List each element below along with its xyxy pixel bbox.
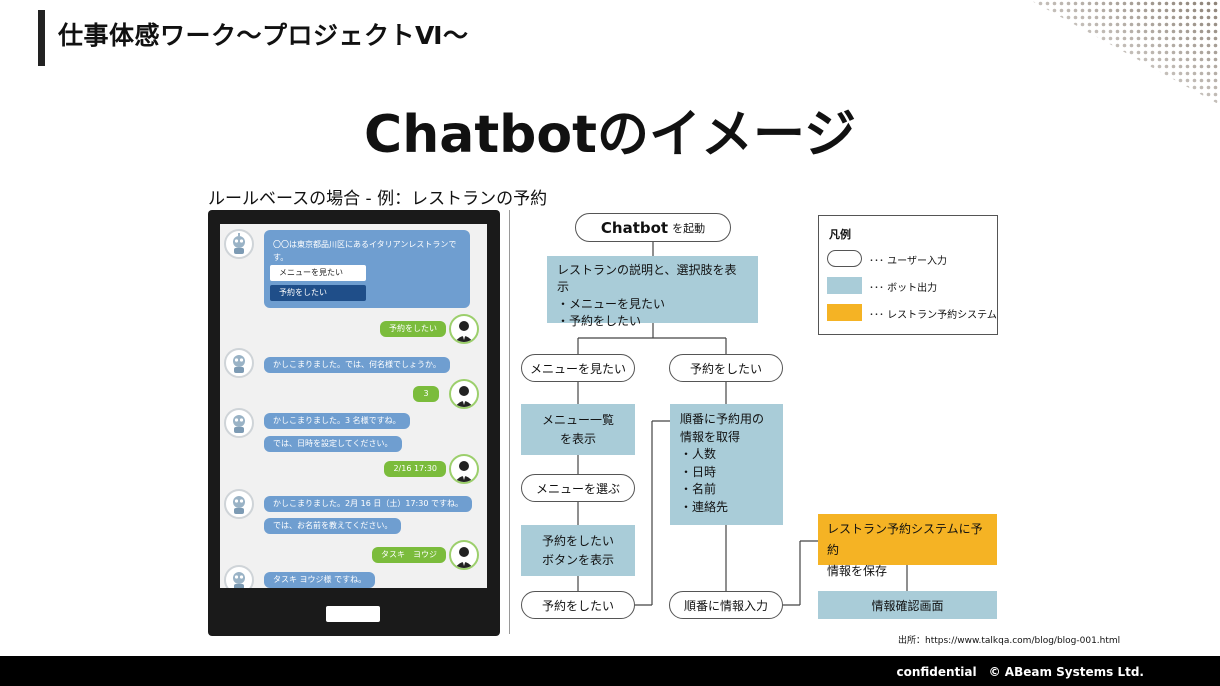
legend-user-input-label: ･･･ ユーザー入力	[869, 256, 947, 267]
legend-bot-output-swatch	[827, 277, 862, 294]
explain-line2: ・メニューを見たい	[557, 297, 666, 311]
input-info-node: 順番に情報入力	[669, 591, 783, 619]
option-menu-button[interactable]: メニューを見たい	[270, 265, 366, 281]
info-line5: ・名前	[680, 482, 717, 496]
info-line4: ・日時	[680, 464, 717, 479]
option-reserve-button[interactable]: 予約をしたい	[270, 285, 366, 301]
branch-reserve-node: 予約をしたい	[669, 354, 783, 382]
info-line2: 情報を取得	[680, 429, 741, 444]
legend-title: 凡例	[829, 228, 851, 241]
user-message: 2/16 17:30	[384, 461, 446, 477]
bot-message: かしこまりました。では、何名様でしょうか。	[264, 357, 450, 373]
info-line1: 順番に予約用の	[680, 412, 765, 426]
bot-message: では、お名前を教えてください。	[264, 518, 402, 534]
user-avatar-icon	[449, 379, 479, 409]
explain-line3: ・予約をしたい	[557, 314, 642, 328]
menu-list-line2: を表示	[559, 431, 596, 446]
user-avatar-icon	[449, 314, 479, 344]
save-reservation-node: レストラン予約システムに予約 情報を保存	[818, 514, 997, 578]
legend-user-input-swatch	[827, 250, 862, 267]
bot-avatar-icon	[224, 565, 254, 588]
bot-avatar-icon	[224, 229, 254, 259]
phone-screen: 〇〇は東京都品川区にあるイタリアンレストランです。 何をお探しでしょうか。 メニ…	[220, 224, 487, 588]
bot-message: タスキ ヨウジ様 ですね。	[264, 572, 376, 588]
slide-subtitle: ルールベースの場合 - 例：レストランの予約	[208, 189, 548, 209]
confirm-screen-node: 情報確認画面	[818, 591, 997, 619]
bot-message: では、日時を設定してください。	[264, 436, 402, 452]
halftone-decoration	[1030, 0, 1220, 105]
bot-avatar-icon	[224, 408, 254, 438]
choose-menu-node: メニューを選ぶ	[521, 474, 635, 502]
legend-bot-output-label: ･･･ ボット出力	[869, 283, 938, 294]
branch-menu-node: メニューを見たい	[521, 354, 635, 382]
bot-message: かしこまりました。2月 16 日（土）17:30 ですね。	[264, 496, 472, 512]
save-line1: レストラン予約システムに予約	[827, 522, 983, 557]
user-message: タスキ ヨウジ	[372, 547, 446, 563]
reserve-button-node: 予約をしたい ボタンを表示	[521, 525, 635, 576]
start-chatbot-sublabel: を起動	[672, 221, 706, 235]
bot-message: かしこまりました。3 名様ですね。	[264, 413, 410, 429]
reserve-want-node: 予約をしたい	[521, 591, 635, 619]
footer-copyright: confidential © ABeam Systems Ltd.	[896, 665, 1145, 679]
slide-title: Chatbotのイメージ	[364, 105, 856, 165]
footer-bar	[0, 656, 1220, 686]
legend-reservation-system-label: ･･･ レストラン予約システム	[869, 310, 997, 321]
collect-info-node: 順番に予約用の 情報を取得 ・人数 ・日時 ・名前 ・連絡先	[670, 404, 783, 525]
phone-home-button	[326, 606, 380, 622]
reserve-button-line1: 予約をしたい	[541, 533, 614, 548]
save-line2: 情報を保存	[827, 564, 888, 578]
legend-reservation-system-swatch	[827, 304, 862, 321]
bot-avatar-icon	[224, 348, 254, 378]
user-message: 予約をしたい	[380, 321, 446, 337]
explain-options-node: レストランの説明と、選択肢を表示 ・メニューを見たい ・予約をしたい	[547, 256, 758, 328]
menu-list-line1: メニュー一覧	[541, 412, 614, 427]
user-avatar-icon	[449, 454, 479, 484]
bot-greeting-line1: 〇〇は東京都品川区にあるイタリアンレストランです。	[273, 240, 457, 262]
info-line6: ・連絡先	[680, 499, 729, 514]
vertical-divider	[509, 210, 510, 634]
legend: 凡例 ･･･ ユーザー入力 ･･･ ボット出力 ･･･ レストラン予約システム	[818, 215, 998, 335]
user-message: 3	[413, 386, 439, 402]
header-accent-bar	[38, 10, 45, 66]
info-line3: ・人数	[680, 447, 717, 461]
page-header-title: 仕事体感ワーク〜プロジェクトⅥ〜	[58, 21, 469, 50]
explain-line1: レストランの説明と、選択肢を表示	[557, 263, 737, 294]
bot-avatar-icon	[224, 489, 254, 519]
start-chatbot-label: Chatbot	[600, 218, 669, 237]
reserve-button-line2: ボタンを表示	[541, 552, 614, 567]
menu-list-node: メニュー一覧 を表示	[521, 404, 635, 455]
user-avatar-icon	[449, 540, 479, 570]
source-citation: 出所：https://www.talkqa.com/blog/blog-001.…	[898, 636, 1121, 646]
